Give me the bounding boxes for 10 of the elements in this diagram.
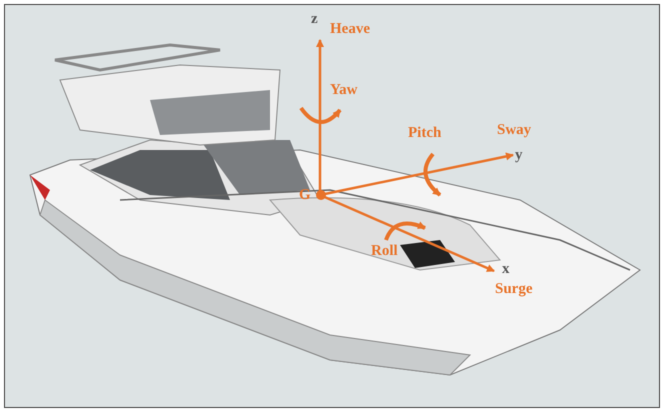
axis-label: Roll	[371, 244, 398, 259]
axis-label: Pitch	[408, 126, 442, 141]
axis-label: Yaw	[330, 83, 358, 98]
axis-label: y	[515, 148, 522, 163]
axis-label: Heave	[330, 22, 370, 37]
axis-label: G	[299, 188, 311, 203]
axis-label: Sway	[497, 123, 532, 138]
axis-label: z	[311, 12, 318, 27]
axis-label: Surge	[495, 282, 532, 297]
axis-label: x	[502, 262, 510, 277]
